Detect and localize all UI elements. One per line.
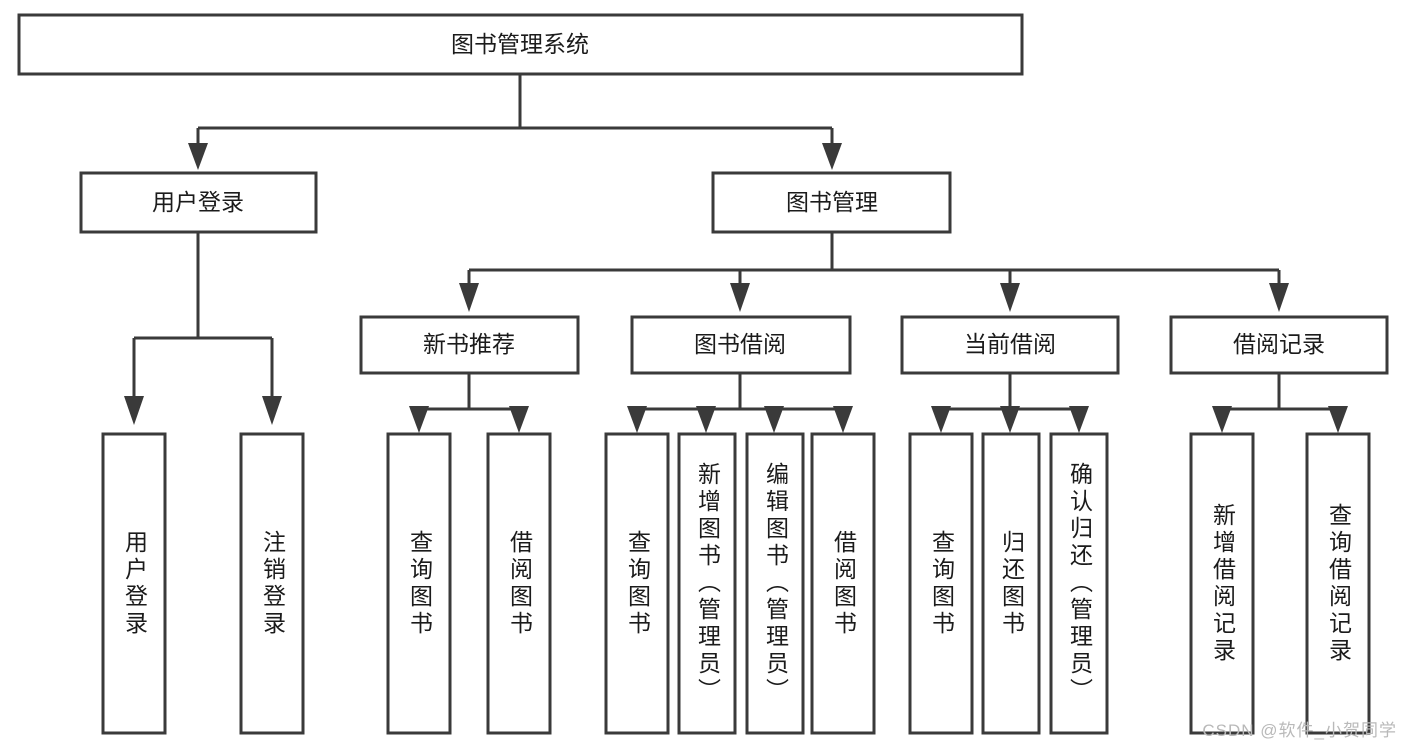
node-book-management-label: 图书管理 [786,189,878,215]
leaf-logout-box[interactable] [239,432,305,735]
arrow-head-leaf-logout [262,396,282,425]
node-borrow-record-label: 借阅记录 [1233,331,1325,357]
node-book-management-box[interactable] [711,171,952,234]
node-book-borrow-label: 图书借阅 [694,331,786,357]
arrow-head-leaf-query-book-2 [627,406,647,433]
arrow-head-bookmgmt [822,143,842,170]
node-book-borrow[interactable]: 图书借阅 [630,315,852,375]
leaf-return-book-box[interactable] [981,432,1041,735]
leaf-query-book-1-box[interactable] [386,432,452,735]
node-root-label: 图书管理系统 [451,31,589,57]
arrow-head-borrow-record [1269,283,1289,312]
arrow-head-leaf-edit-book [764,406,784,433]
arrow-head-leaf-borrow-book-1 [509,406,529,433]
arrow-head-new-book-recommend [459,283,479,312]
arrow-head-leaf-query-book-1 [409,406,429,433]
connector-group-root [188,74,842,170]
connector-group-currentborrow [931,373,1089,433]
node-current-borrow-box[interactable] [900,315,1120,375]
node-user-login[interactable]: 用户登录 [79,171,318,234]
node-current-borrow-label: 当前借阅 [964,331,1056,357]
leaf-query-book-3-box[interactable] [908,432,974,735]
leaf-add-record-box[interactable] [1189,432,1255,735]
arrow-head-leaf-query-book-3 [931,406,951,433]
leaf-user-login-box[interactable] [101,432,167,735]
leaf-confirm-return-box[interactable] [1049,432,1109,735]
csdn-watermark: CSDN @软件_小贺同学 [1202,721,1397,740]
node-borrow-record[interactable]: 借阅记录 [1169,315,1389,375]
arrow-head-leaf-confirm-return [1069,406,1089,433]
leaf-query-book-2-box[interactable] [604,432,670,735]
leaf-borrow-book-2-box[interactable] [810,432,876,735]
connector-group-bookborrow [627,373,853,433]
arrow-head-leaf-add-record [1212,406,1232,433]
leaf-add-book-box[interactable] [677,432,737,735]
arrow-head-leaf-user-login [124,396,144,425]
arrow-head-leaf-return-book [1000,406,1020,433]
node-new-book-recommend[interactable]: 新书推荐 [359,315,580,375]
node-new-book-recommend-box[interactable] [359,315,580,375]
node-current-borrow[interactable]: 当前借阅 [900,315,1120,375]
arrow-head-current-borrow [1000,283,1020,312]
connector-group-userlogin [124,232,282,425]
node-user-login-label: 用户登录 [152,189,244,215]
connector-group-newbook [409,373,529,433]
leaf-borrow-book-1-box[interactable] [486,432,552,735]
node-user-login-box[interactable] [79,171,318,234]
node-new-book-recommend-label: 新书推荐 [423,331,515,357]
leaf-query-record-box[interactable] [1305,432,1371,735]
connector-group-borrowrecord [1212,373,1348,433]
arrow-head-leaf-query-record [1328,406,1348,433]
node-borrow-record-box[interactable] [1169,315,1389,375]
arrow-head-leaf-borrow-book-2 [833,406,853,433]
arrow-head-leaf-add-book [696,406,716,433]
connector-group-bookmgmt [459,232,1289,312]
node-root[interactable]: 图书管理系统 [17,13,1024,76]
node-book-borrow-box[interactable] [630,315,852,375]
leaf-boxes [101,432,1371,735]
node-root-box[interactable] [17,13,1024,76]
arrow-head-userlogin [188,143,208,170]
arrow-head-book-borrow [730,283,750,312]
node-book-management[interactable]: 图书管理 [711,171,952,234]
leaf-edit-book-box[interactable] [745,432,805,735]
